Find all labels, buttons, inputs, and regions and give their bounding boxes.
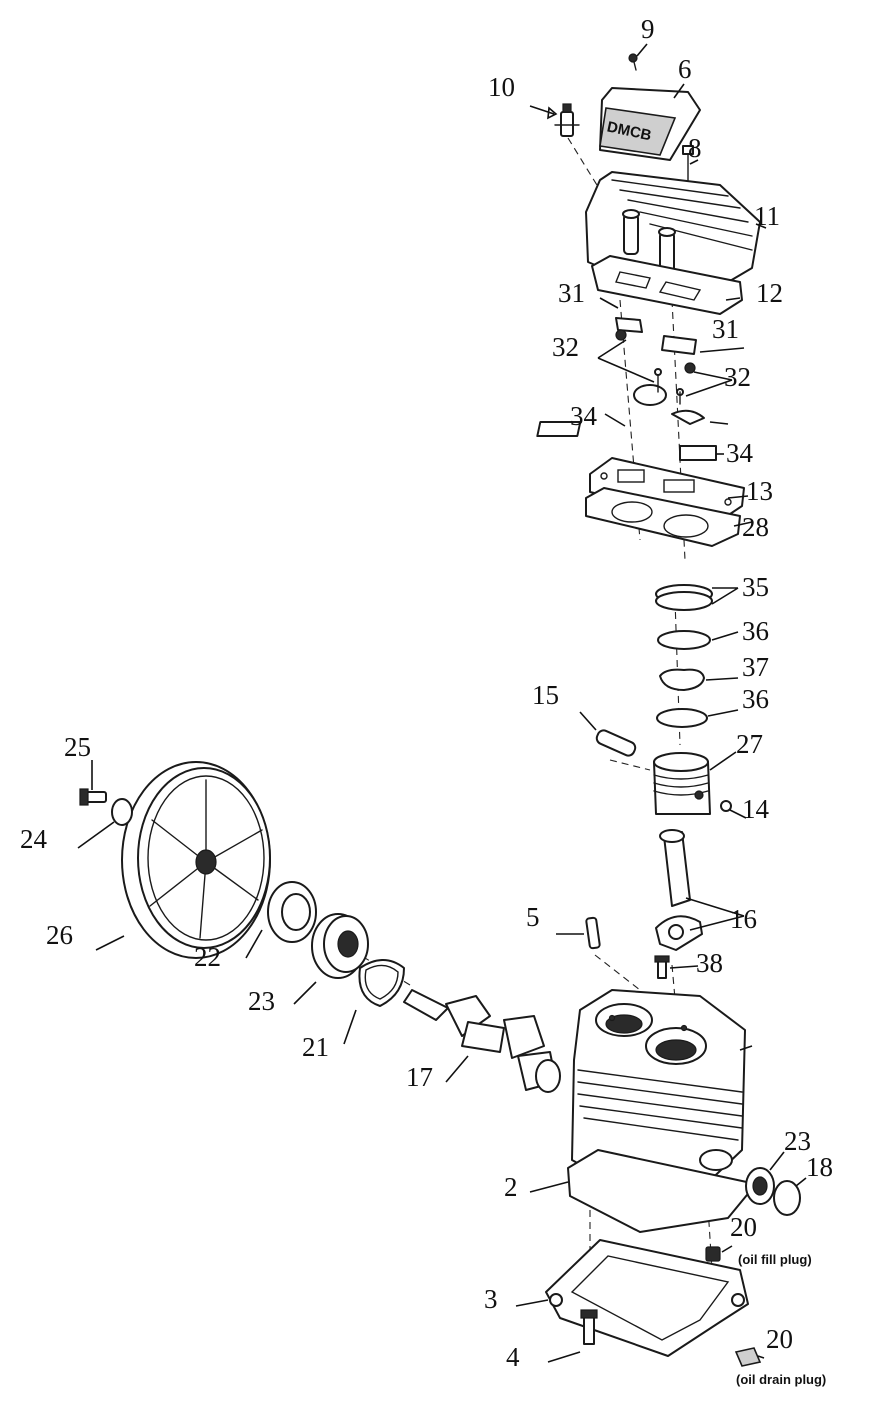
label-26: 26 bbox=[46, 920, 73, 950]
label-28: 28 bbox=[742, 512, 769, 542]
safety-valve-10 bbox=[554, 103, 580, 137]
piston-rings-35 bbox=[655, 584, 713, 611]
label-9: 9 bbox=[641, 14, 655, 44]
label-17: 17 bbox=[406, 1062, 433, 1092]
label-38: 38 bbox=[696, 948, 723, 978]
label-4: 4 bbox=[506, 1342, 520, 1372]
label-18: 18 bbox=[806, 1152, 833, 1182]
bolt-4 bbox=[580, 1309, 598, 1345]
label-37: 37 bbox=[742, 652, 769, 682]
label-3: 3 bbox=[484, 1284, 498, 1314]
flywheel-26 bbox=[121, 761, 271, 959]
crankcase bbox=[571, 989, 746, 1199]
oil-drain-plug-20 bbox=[734, 1347, 762, 1367]
label-5: 5 bbox=[526, 902, 540, 932]
label-21: 21 bbox=[302, 1032, 329, 1062]
label-12: 12 bbox=[756, 278, 783, 308]
label-27: 27 bbox=[736, 729, 763, 759]
base-gasket-2 bbox=[567, 1149, 757, 1233]
label-24: 24 bbox=[20, 824, 48, 854]
oil-ring-37 bbox=[659, 668, 705, 691]
gasket-28 bbox=[585, 487, 741, 547]
label-31-right: 31 bbox=[712, 314, 739, 344]
bearing-23-right bbox=[745, 1167, 775, 1205]
wrist-pin-15 bbox=[595, 729, 637, 757]
label-10: 10 bbox=[488, 72, 515, 102]
connecting-rod-16 bbox=[655, 829, 703, 951]
dowel-5 bbox=[585, 916, 601, 950]
oil-fill-plug-note: (oil fill plug) bbox=[738, 1252, 812, 1267]
label-13: 13 bbox=[746, 476, 773, 506]
crankshaft-17 bbox=[403, 989, 561, 1093]
oil-fill-plug-20 bbox=[705, 1246, 721, 1262]
label-23-right: 23 bbox=[784, 1126, 811, 1156]
pin-clip-14 bbox=[720, 800, 732, 812]
label-15: 15 bbox=[532, 680, 559, 710]
head-cover-plate: DMCB bbox=[599, 87, 701, 161]
piston-27 bbox=[653, 752, 711, 815]
label-32-right: 32 bbox=[724, 362, 751, 392]
valve-plate-13 bbox=[589, 457, 745, 523]
piston-ring-36-lower bbox=[656, 708, 708, 728]
piston-ring-36-upper bbox=[657, 630, 711, 650]
label-20-drain: 20 bbox=[766, 1324, 793, 1354]
head-gasket-12 bbox=[591, 255, 743, 315]
label-22: 22 bbox=[194, 942, 221, 972]
seal-18 bbox=[773, 1180, 801, 1216]
label-35: 35 bbox=[742, 572, 769, 602]
bearing-23-left bbox=[311, 913, 369, 979]
screw-9 bbox=[628, 53, 638, 71]
label-32-left: 32 bbox=[552, 332, 579, 362]
label-31-upper: 31 bbox=[558, 278, 585, 308]
label-34-left: 34 bbox=[570, 401, 598, 431]
label-20-fill: 20 bbox=[730, 1212, 757, 1242]
seal-21 bbox=[358, 959, 405, 1007]
label-25: 25 bbox=[64, 732, 91, 762]
label-16: 16 bbox=[730, 904, 757, 934]
seal-22 bbox=[267, 881, 317, 943]
leader-lines bbox=[77, 43, 807, 1363]
label-23-left: 23 bbox=[248, 986, 275, 1016]
oil-drain-plug-note: (oil drain plug) bbox=[736, 1372, 826, 1387]
washer-24 bbox=[111, 798, 133, 826]
base-plate-3 bbox=[545, 1239, 749, 1357]
label-6: 6 bbox=[678, 54, 692, 84]
label-36-upper: 36 bbox=[742, 616, 769, 646]
label-36-lower: 36 bbox=[742, 684, 769, 714]
bolt-25 bbox=[79, 788, 107, 806]
label-34-right: 34 bbox=[726, 438, 754, 468]
label-8: 8 bbox=[688, 133, 702, 163]
part-labels: 9 6 10 8 11 31 12 31 32 32 34 34 13 28 3… bbox=[20, 14, 833, 1387]
rod-bolt-38 bbox=[654, 955, 670, 979]
label-11: 11 bbox=[754, 201, 780, 231]
valve-parts-31-32-34 bbox=[536, 317, 717, 461]
label-14: 14 bbox=[742, 794, 770, 824]
label-2: 2 bbox=[504, 1172, 518, 1202]
